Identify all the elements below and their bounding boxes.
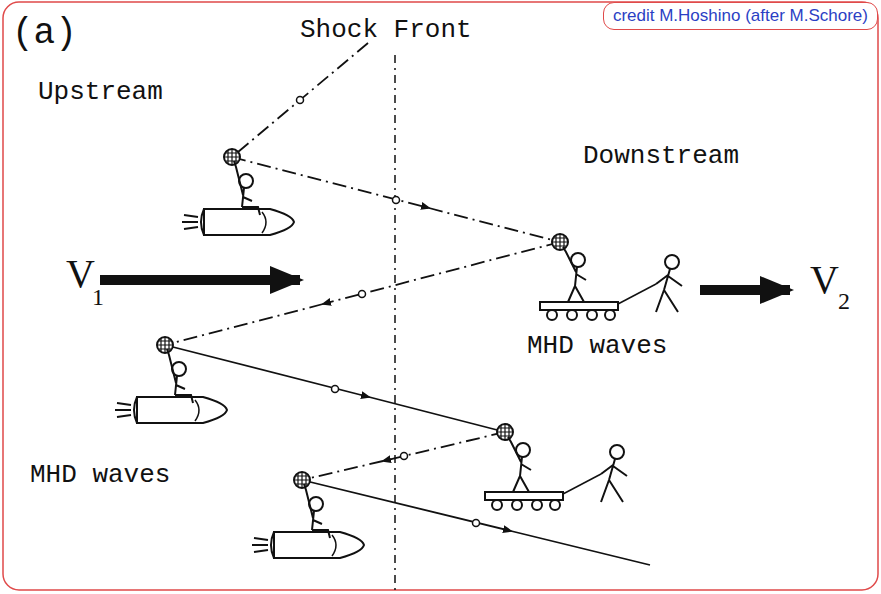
panel-letter: (a) (12, 14, 77, 54)
velocity-symbol: V (66, 252, 95, 296)
velocity-subscript: 2 (838, 288, 850, 314)
wave-label: MHD waves (527, 332, 667, 361)
region-label: Upstream (38, 78, 163, 107)
credit-box: credit M.Hoshino (after M.Schore) (603, 2, 878, 30)
shock-front-label: Shock Front (300, 16, 472, 45)
credit-text: credit M.Hoshino (after M.Schore) (613, 5, 868, 27)
velocity-symbol: V (810, 258, 839, 302)
region-label: Downstream (583, 142, 739, 171)
velocity-subscript: 1 (92, 284, 104, 310)
wave-label: MHD waves (30, 461, 170, 490)
